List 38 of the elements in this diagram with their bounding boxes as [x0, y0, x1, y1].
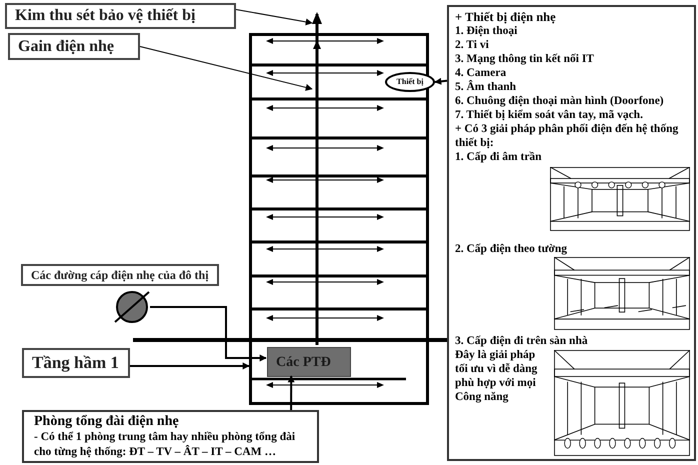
leader-line [236, 9, 313, 26]
node-label: Các PTĐ [276, 354, 331, 372]
list-item: 4. Camera [455, 66, 508, 80]
list-item: 2. Cấp điện theo tường [455, 242, 567, 257]
arrow [130, 362, 250, 370]
label-box [8, 33, 140, 60]
label-text: Gain điện nhẹ [18, 36, 114, 56]
device-ellipse [385, 72, 435, 92]
label-box [5, 3, 236, 29]
label-box [22, 348, 130, 378]
list-item: + Thiết bị điện nhẹ [455, 10, 557, 24]
list-item: + Có 3 giải pháp phân phối điện đến hệ thống thiết bị: [455, 122, 680, 150]
label-text: Kim thu sét bảo vệ thiết bị [15, 6, 196, 26]
info-panel [447, 5, 696, 461]
callout-title: Phòng tổng đài điện nhẹ [34, 414, 180, 430]
building-section [249, 33, 429, 405]
list-item: 1. Điện thoại [455, 24, 518, 38]
callout-text: - Có thể 1 phòng trung tâm hay nhiều phòng tổng đài cho từng hệ thống: ĐT – TV – ÂT – IT – CAM … [34, 430, 296, 460]
cable-entry-symbol [114, 289, 150, 325]
note-text: Đây là giải pháp tối ưu vì dễ dàng phù hợp với mọi Công năng [455, 348, 538, 404]
list-item: 2. Ti vi [455, 38, 490, 52]
label-text: Tầng hầm 1 [32, 352, 119, 374]
label-text: Các đường cáp điện nhẹ của đô thị [31, 267, 209, 284]
leader-line [140, 46, 313, 91]
list-item: 3. Mạng thông tin kết nối IT [455, 52, 595, 66]
list-item: 5. Âm thanh [455, 80, 518, 94]
arrow [150, 306, 267, 362]
node-label: Thiết bị [396, 76, 424, 88]
list-item: 6. Chuông điện thoại màn hình (Doorfone) [455, 94, 665, 108]
list-item: 1. Cấp đi âm trần [455, 150, 543, 164]
list-item: 7. Thiết bị kiểm soát vân tay, mã vạch. [455, 108, 644, 122]
arrow [434, 78, 448, 85]
riser-arrow [312, 12, 322, 345]
label-box [21, 264, 219, 286]
equipment-room-box [267, 347, 351, 377]
callout-box [22, 410, 319, 463]
leader-line [288, 375, 295, 410]
list-item: 3. Cấp điện đi trên sàn nhà [455, 334, 588, 349]
